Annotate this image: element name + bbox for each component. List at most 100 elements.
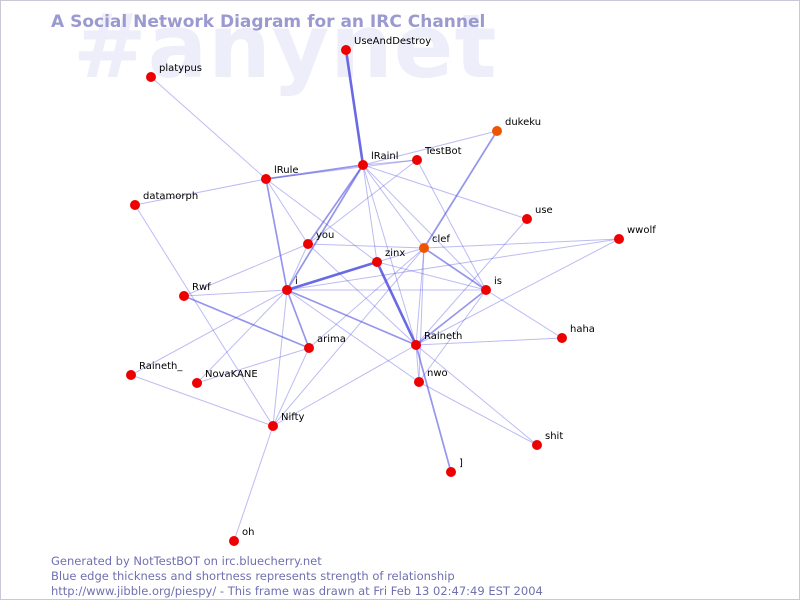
edge-you-clef <box>307 243 425 249</box>
edge-Rwf-arima <box>183 295 310 349</box>
edge-TestBot-you <box>307 159 418 245</box>
edge-i-Raineth_ <box>130 289 288 376</box>
node-label-i: i <box>295 276 298 287</box>
node-label-use: use <box>535 205 553 216</box>
edge-is-haha <box>485 289 563 339</box>
edge-you-Raineth <box>307 243 417 346</box>
edge-wwolf-i <box>286 238 620 291</box>
node-haha[interactable] <box>557 333 567 343</box>
edge-is-nwo <box>418 289 487 383</box>
node-i[interactable] <box>282 285 292 295</box>
node-shit[interactable] <box>532 440 542 450</box>
edge-lRainl-is <box>362 164 487 291</box>
node-lRule[interactable] <box>261 174 271 184</box>
edge-lRainl-zinx <box>362 164 378 263</box>
edge-i-Nifty <box>272 289 288 427</box>
node-label-haha: haha <box>570 324 595 335</box>
edge-lRainl-clef <box>362 164 425 249</box>
node-label-wwolf: wwolf <box>627 225 656 236</box>
node-is[interactable] <box>481 285 491 295</box>
edge-clef-zinx <box>376 247 425 263</box>
edge-clef-arima <box>308 247 425 349</box>
node-label-is: is <box>494 276 502 287</box>
footer-generated-by: Generated by NotTestBOT on irc.bluecherr… <box>51 554 322 568</box>
node-label-Rwf: Rwf <box>192 282 211 293</box>
nodes-layer <box>126 45 624 546</box>
edge-lRainl-you <box>307 164 364 245</box>
edge-wwolf-clef <box>423 238 620 249</box>
edge-use-Raineth <box>415 218 528 346</box>
node-Rwf[interactable] <box>179 291 189 301</box>
edge-nwo-shit <box>418 381 538 446</box>
node-label-NovaKANE: NovaKANE <box>205 369 258 380</box>
edge-clef-is <box>423 247 487 291</box>
edge-clef-Nifty <box>272 247 425 427</box>
edge-lRainl-lRule <box>265 164 364 180</box>
edge-lRule-zinx <box>265 178 378 263</box>
edge-zinx-Raineth <box>375 260 418 347</box>
edge-Raineth-nwo <box>415 344 420 383</box>
edge-TestBot-is <box>416 159 487 291</box>
edge-you-Rwf <box>183 243 309 297</box>
node-label-TestBot: TestBot <box>424 146 462 157</box>
edge-lRule-datamorph <box>134 178 267 206</box>
edge-Raineth-shit <box>415 344 538 446</box>
node-label-zinx: zinx <box>385 248 405 259</box>
edges-layer <box>130 48 620 542</box>
edge-zinx-is <box>376 261 487 291</box>
node-label-oh: oh <box>242 527 254 538</box>
node-NovaKANE[interactable] <box>192 378 202 388</box>
footer-info: Generated by NotTestBOT on irc.bluecherr… <box>51 554 543 599</box>
node-zinx[interactable] <box>372 257 382 267</box>
node-lRainl[interactable] <box>358 160 368 170</box>
node-nwo[interactable] <box>414 377 424 387</box>
node-label-Nifty: Nifty <box>281 412 305 423</box>
node-wwolf[interactable] <box>614 234 624 244</box>
node-Raineth_[interactable] <box>126 370 136 380</box>
node-platypus[interactable] <box>146 72 156 82</box>
footer-legend: Blue edge thickness and shortness repres… <box>51 569 455 583</box>
edge-Raineth_-Nifty <box>130 374 274 427</box>
node-oh[interactable] <box>229 536 239 546</box>
edge-arima-NovaKANE <box>196 347 310 384</box>
node-label-arima: arima <box>317 334 346 345</box>
node-UseAndDestroy[interactable] <box>341 45 351 55</box>
node-dukeku[interactable] <box>492 126 502 136</box>
edge-lRainl-use <box>362 164 528 220</box>
edge-i-Rwf <box>183 289 288 297</box>
edge-is-Raineth <box>415 289 487 346</box>
edge-haha-Raineth <box>415 337 563 346</box>
node-clef[interactable] <box>419 243 429 253</box>
edge-platypus-lRule <box>150 76 267 180</box>
edge-UseAndDestroy-lRainl <box>344 48 365 167</box>
channel-watermark: #anynet <box>73 0 498 98</box>
edge-TestBot-lRule <box>265 159 418 180</box>
node-label-shit: shit <box>545 431 563 442</box>
edge-datamorph-Nifty <box>134 204 274 427</box>
edge-dukeku-clef <box>423 130 498 249</box>
edge-lRainl-TestBot <box>362 159 418 166</box>
node-bracket[interactable] <box>446 467 456 477</box>
edge-i-NovaKANE <box>196 289 288 384</box>
edge-wwolf-Raineth <box>415 238 620 346</box>
node-label-datamorph: datamorph <box>143 191 198 202</box>
footer-source-link[interactable]: http://www.jibble.org/piespy/ - This fra… <box>51 584 543 598</box>
node-datamorph[interactable] <box>130 200 140 210</box>
node-Nifty[interactable] <box>268 421 278 431</box>
edge-lRainl-Raineth <box>362 164 417 346</box>
edge-i-Raineth <box>286 289 417 346</box>
node-TestBot[interactable] <box>412 155 422 165</box>
node-Raineth[interactable] <box>411 340 421 350</box>
edge-i-nwo <box>286 289 420 383</box>
edge-lRule-you <box>265 178 309 245</box>
node-you[interactable] <box>303 239 313 249</box>
node-label-bracket: ] <box>459 458 463 469</box>
node-label-nwo: nwo <box>427 368 448 379</box>
node-arima[interactable] <box>304 343 314 353</box>
edge-Raineth-Nifty <box>272 344 417 427</box>
node-use[interactable] <box>522 214 532 224</box>
edge-arima-Nifty <box>272 347 310 427</box>
